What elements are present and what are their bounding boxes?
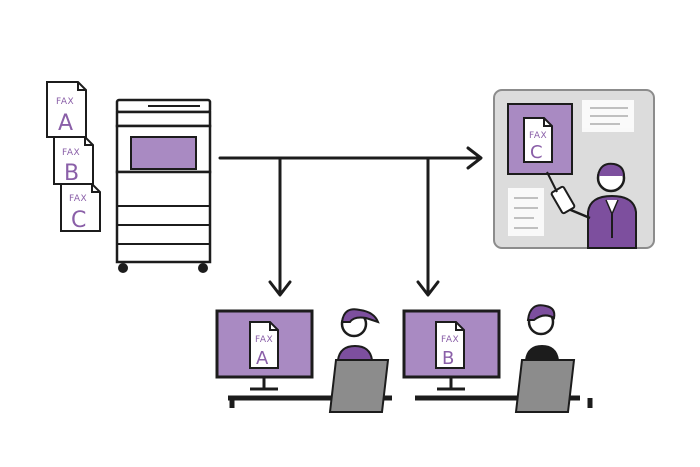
person-icon <box>336 308 380 361</box>
desk-a-fax-tag: FAX <box>255 335 273 345</box>
desk-workstation-b: FAX B <box>402 304 593 413</box>
fax-tag-b: FAX <box>62 148 80 158</box>
fax-document-icon: FAX A <box>46 81 87 138</box>
fax-document-icon: FAX C <box>523 117 553 163</box>
fax-letter-b: B <box>64 161 79 186</box>
fax-tag-c: FAX <box>69 194 87 204</box>
fax-document-icon: FAX B <box>435 321 465 369</box>
office-chair-icon <box>514 359 576 413</box>
fax-tag-a: FAX <box>56 97 74 107</box>
person-icon <box>524 304 560 361</box>
desk-b-fax-letter: B <box>442 348 454 369</box>
desk-a-fax-letter: A <box>256 348 269 369</box>
person-icon <box>565 162 637 249</box>
distribution-arrows <box>218 146 483 297</box>
smartphone-icon <box>550 185 576 215</box>
desk-b-fax-tag: FAX <box>441 335 459 345</box>
mobile-view-panel: FAX C <box>493 89 655 249</box>
multifunction-printer-icon <box>115 98 212 273</box>
fax-document-icon: FAX A <box>249 321 279 369</box>
fax-document-icon: FAX C <box>60 183 101 233</box>
desk-workstation-a: FAX A <box>215 308 392 413</box>
mobile-fax-tag: FAX <box>529 131 547 141</box>
mobile-fax-letter: C <box>530 142 543 163</box>
fax-letter-a: A <box>58 111 73 136</box>
office-chair-icon <box>328 359 390 413</box>
fax-letter-c: C <box>71 208 86 233</box>
fax-document-icon: FAX B <box>53 136 94 186</box>
fax-document-stack: FAX A FAX B FAX C <box>46 81 101 233</box>
